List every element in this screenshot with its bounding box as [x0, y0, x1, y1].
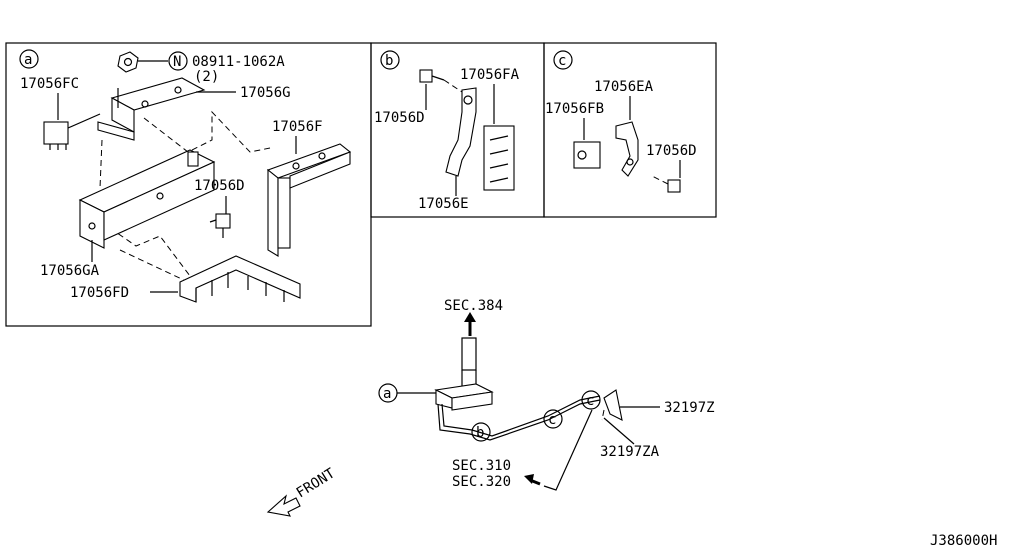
callout-c2: c	[586, 393, 594, 409]
label-32197ZA: 32197ZA	[600, 444, 660, 460]
panel-a: a N 08911-1062A (2) 17056FC	[5, 42, 372, 327]
bracket-17056G-icon	[97, 77, 206, 141]
panel-b: b 17056FA 17056D 17056E	[370, 42, 545, 218]
diagram-code: J386000H	[930, 533, 997, 549]
callout-c1-circle	[543, 409, 563, 429]
clip-17056F-icon	[266, 143, 352, 257]
label-17056FC: 17056FC	[20, 76, 79, 92]
label-17056F: 17056F	[272, 119, 323, 135]
clip-17056FB-icon	[573, 141, 601, 169]
nut-symbol-circle	[168, 51, 188, 71]
panel-b-marker: b	[385, 53, 393, 69]
label-17056FD: 17056FD	[70, 285, 129, 301]
bracket-17056EA-icon	[615, 121, 639, 177]
arrow-left-icon	[524, 474, 534, 484]
front-arrow-icon	[266, 494, 301, 517]
label-nut-qty: (2)	[194, 69, 219, 85]
panel-a-marker-circle	[19, 49, 39, 69]
label-17056E: 17056E	[418, 196, 469, 212]
label-17056FB: 17056FB	[545, 101, 604, 117]
clip-17056FD-icon	[179, 255, 301, 303]
overview: SEC.384 a b c c 32197Z 32197ZA SEC.310	[378, 298, 715, 491]
panel-c-frame	[543, 42, 717, 218]
callout-c1: c	[548, 412, 556, 428]
callout-a: a	[383, 386, 391, 402]
clip-17056FC-icon	[43, 113, 101, 150]
label-17056D-b: 17056D	[374, 110, 425, 126]
panel-c-marker: c	[558, 53, 566, 69]
label-sec-384: SEC.384	[444, 298, 503, 314]
label-sec-310: SEC.310	[452, 458, 511, 474]
panel-b-marker-circle	[380, 50, 400, 70]
callout-b-circle	[471, 422, 491, 442]
callout-b: b	[476, 425, 484, 441]
bracket-17056E-icon	[445, 87, 477, 177]
label-08911-1062A: 08911-1062A	[192, 54, 285, 70]
arrow-up-icon	[464, 312, 476, 322]
label-32197Z: 32197Z	[664, 400, 715, 416]
front-indicator: FRONT	[266, 465, 339, 517]
nut-symbol: N	[173, 54, 181, 70]
front-label: FRONT	[294, 465, 339, 501]
label-17056EA: 17056EA	[594, 79, 654, 95]
bolt-c-icon	[651, 175, 681, 193]
bolt-b-icon	[419, 69, 463, 93]
label-17056FA: 17056FA	[460, 67, 520, 83]
label-sec-320: SEC.320	[452, 474, 511, 490]
flange-nut-icon	[117, 51, 168, 73]
label-17056G: 17056G	[240, 85, 291, 101]
callout-c2-circle	[581, 390, 601, 410]
panel-c-marker-circle	[553, 50, 573, 70]
bracket-assembly-icon	[434, 383, 494, 411]
part-32197Z-icon	[603, 389, 623, 421]
clip-17056FA-icon	[483, 125, 515, 191]
label-17056D-c: 17056D	[646, 143, 697, 159]
panel-a-marker: a	[24, 52, 32, 68]
label-17056GA: 17056GA	[40, 263, 100, 279]
panel-c: c 17056EA 17056FB 17056D	[543, 42, 717, 218]
label-17056D-a: 17056D	[194, 178, 245, 194]
bolt-icon	[209, 213, 231, 238]
bracket-17056GA-icon	[78, 149, 216, 249]
